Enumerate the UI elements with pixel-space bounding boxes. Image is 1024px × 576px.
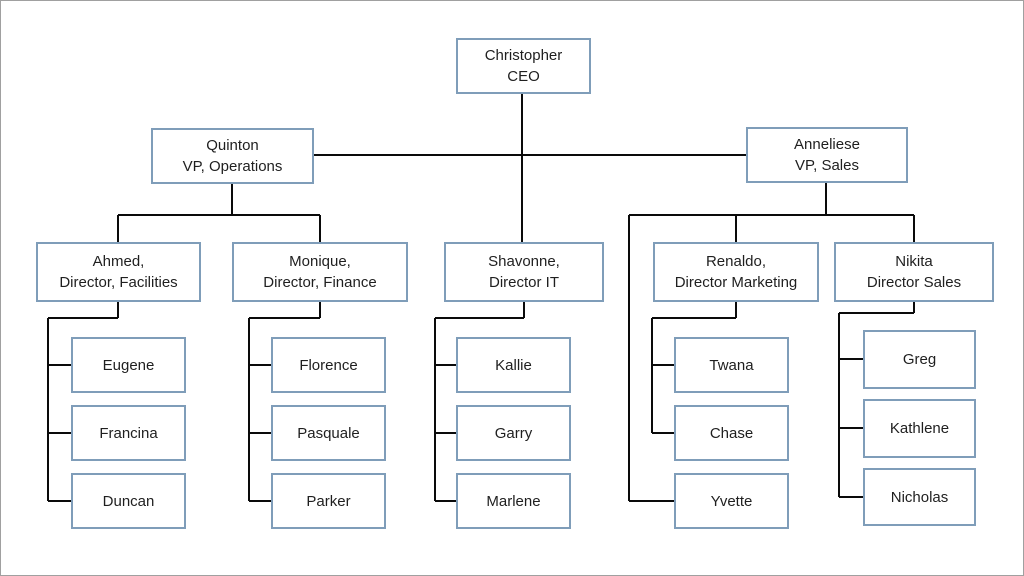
connector-twana-stub xyxy=(652,364,674,366)
connector-marlene-stub xyxy=(435,500,456,502)
connector-florence-stub xyxy=(249,364,271,366)
org-node-kallie: Kallie xyxy=(456,337,571,393)
connector-parker-stub xyxy=(249,500,271,502)
org-node-label: Florence xyxy=(299,356,358,374)
connector-chase-stub xyxy=(652,432,674,434)
org-node-label: Kathlene xyxy=(889,420,950,437)
org-node-marlene: Marlene xyxy=(456,473,571,529)
connector-monique-elbow-bar xyxy=(249,317,320,319)
org-node-chase: Chase xyxy=(674,405,789,461)
org-node-label: Director Sales xyxy=(866,274,962,291)
connector-renaldo-rail xyxy=(651,318,653,433)
org-node-label: Director IT xyxy=(488,274,559,291)
org-node-label: Quinton xyxy=(206,137,259,154)
org-node-garry: Garry xyxy=(456,405,571,461)
connector-ahmed-drop xyxy=(117,215,119,242)
connector-nikita-drop xyxy=(913,215,915,242)
org-node-pasquale: Pasquale xyxy=(271,405,386,461)
connector-yvette-stub xyxy=(629,500,674,502)
org-node-duncan: Duncan xyxy=(71,473,186,529)
org-node-label: Kallie xyxy=(495,356,532,374)
connector-nicholas-stub xyxy=(839,496,863,498)
connector-garry-stub xyxy=(435,432,456,434)
connector-pasquale-stub xyxy=(249,432,271,434)
org-node-label: Nikita xyxy=(895,253,933,270)
connector-quinton-drop xyxy=(231,184,233,215)
org-node-nicholas: Nicholas xyxy=(863,468,976,526)
org-node-label: Monique, xyxy=(289,253,351,270)
org-node-label: Christopher xyxy=(484,47,563,64)
connector-duncan-stub xyxy=(48,500,71,502)
connector-nikita-elbow-bar xyxy=(839,312,914,314)
org-node-label: Director Marketing xyxy=(674,274,798,291)
org-node-label: Director, Facilities xyxy=(59,274,178,291)
org-node-label: Renaldo, xyxy=(705,253,767,270)
connector-nikita-rail xyxy=(838,313,840,497)
connector-shavonne-elbow-bar xyxy=(435,317,524,319)
connector-ahmed-elbow-bar xyxy=(48,317,118,319)
connector-eugene-stub xyxy=(48,364,71,366)
org-node-label: Shavonne, xyxy=(488,253,560,270)
org-node-dir-marketing: Renaldo, Director Marketing xyxy=(653,242,819,302)
org-node-kathlene: Kathlene xyxy=(863,399,976,458)
org-node-parker: Parker xyxy=(271,473,386,529)
org-node-label: Francina xyxy=(99,424,158,442)
org-node-label: CEO xyxy=(507,68,540,85)
connector-kathlene-stub xyxy=(839,427,863,429)
org-node-label: Garry xyxy=(494,424,533,442)
org-node-label: Duncan xyxy=(102,492,155,510)
connector-monique-drop xyxy=(319,215,321,242)
connector-anneliese-drop xyxy=(825,183,827,215)
org-node-francina: Francina xyxy=(71,405,186,461)
connector-monique-elbow-drop xyxy=(319,302,321,318)
org-node-florence: Florence xyxy=(271,337,386,393)
connector-quinton-children-bar xyxy=(118,214,320,216)
org-node-label: Ahmed, xyxy=(92,253,145,270)
connector-greg-stub xyxy=(839,358,863,360)
org-node-label: Greg xyxy=(902,351,937,368)
org-node-label: Director, Finance xyxy=(263,274,377,291)
org-node-twana: Twana xyxy=(674,337,789,393)
connector-ahmed-elbow-drop xyxy=(117,302,119,318)
connector-renaldo-drop xyxy=(735,215,737,242)
org-node-label: Nicholas xyxy=(890,488,949,506)
org-node-dir-it: Shavonne, Director IT xyxy=(444,242,604,302)
connector-kallie-stub xyxy=(435,364,456,366)
connector-vp-horizontal xyxy=(314,154,746,156)
connector-monique-rail xyxy=(248,318,250,501)
org-node-yvette: Yvette xyxy=(674,473,789,529)
connector-renaldo-elbow-drop xyxy=(735,302,737,318)
org-node-eugene: Eugene xyxy=(71,337,186,393)
org-node-label: Chase xyxy=(709,424,754,442)
connector-anneliese-children-bar xyxy=(629,214,914,216)
org-node-greg: Greg xyxy=(863,330,976,389)
connector-shavonne-elbow-drop xyxy=(523,302,525,318)
connector-nikita-elbow-drop xyxy=(913,302,915,313)
org-node-dir-finance: Monique, Director, Finance xyxy=(232,242,408,302)
org-node-label: Marlene xyxy=(486,492,541,510)
connector-ceo-drop xyxy=(521,94,523,242)
org-node-label: Eugene xyxy=(102,356,155,374)
connector-francina-stub xyxy=(48,432,71,434)
connector-ahmed-rail xyxy=(47,318,49,501)
connector-renaldo-elbow-bar xyxy=(652,317,736,319)
connector-yvette-outer-rail xyxy=(628,215,630,501)
org-node-label: VP, Operations xyxy=(182,158,283,175)
org-node-dir-facilities: Ahmed, Director, Facilities xyxy=(36,242,201,302)
org-node-label: Pasquale xyxy=(297,424,360,442)
org-node-label: VP, Sales xyxy=(795,157,859,174)
org-node-label: Yvette xyxy=(710,492,753,510)
org-node-label: Anneliese xyxy=(794,136,860,153)
connector-shavonne-rail xyxy=(434,318,436,501)
org-node-label: Parker xyxy=(306,492,351,510)
org-node-label: Twana xyxy=(709,356,754,374)
